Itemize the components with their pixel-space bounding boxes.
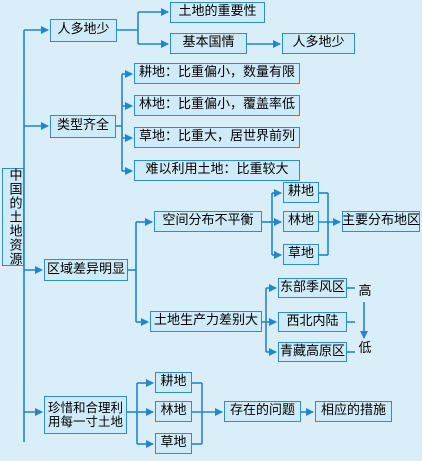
productivity-label: 土地生产力差别大 [153, 313, 258, 329]
cherish-landtype-node: 草地 [155, 433, 192, 454]
policy-node: 基本国情 [170, 33, 247, 54]
cherish-landtype-node: 林地 [155, 401, 192, 422]
root-node: 中国的土地资源 [2, 168, 24, 266]
region-node: 西北内陆 [278, 312, 347, 332]
problems-node: 存在的问题 [224, 401, 301, 422]
types-node: 类型齐全 [50, 115, 116, 138]
type-item-label: 林地：比重偏小，覆盖率低 [138, 97, 295, 113]
type-item-node: 林地：比重偏小，覆盖率低 [134, 95, 300, 116]
distribution-landtype-node: 草地 [283, 244, 319, 265]
distribution-landtype-node: 耕地 [283, 182, 319, 203]
region-node: 东部季风区 [278, 278, 347, 298]
type-item-node: 耕地：比重偏小，数量有限 [134, 63, 300, 84]
landtype-label: 林地 [287, 213, 314, 229]
type-item-label: 难以利用土地：比重较大 [145, 162, 289, 178]
measures-node: 相应的措施 [315, 401, 392, 422]
people-label: 人多地少 [57, 22, 110, 38]
productivity-node: 土地生产力差别大 [150, 311, 262, 332]
regional-node: 区域差异明显 [44, 259, 128, 281]
landtype-label: 耕地 [287, 184, 314, 200]
region-label: 青藏高原区 [279, 343, 345, 359]
distribution-node: 空间分布不平衡 [154, 211, 262, 232]
cherish-label: 珍惜和合理利用每一寸土地 [47, 399, 123, 429]
landtype-label: 草地 [160, 435, 187, 451]
distribution-landtype-node: 林地 [283, 211, 319, 232]
low-label: 低 [358, 340, 372, 356]
types-label: 类型齐全 [56, 118, 109, 134]
cherish-landtype-node: 耕地 [155, 372, 192, 393]
low-label-node: 低 [358, 341, 372, 357]
people-result-node: 人多地少 [282, 33, 355, 54]
root-label: 中国的土地资源 [6, 168, 22, 266]
people-node: 人多地少 [50, 19, 117, 42]
landtype-label: 耕地 [160, 374, 187, 390]
high-label: 高 [358, 283, 372, 299]
type-item-node: 草地：比重大，居世界前列 [134, 127, 300, 148]
measures-label: 相应的措施 [320, 403, 386, 419]
importance-node: 土地的重要性 [170, 2, 265, 23]
type-item-node: 难以利用土地：比重较大 [134, 160, 300, 181]
region-label: 东部季风区 [279, 279, 345, 295]
cherish-node: 珍惜和合理利用每一寸土地 [44, 396, 127, 434]
main-area-label: 主要分布地区 [342, 213, 421, 229]
landtype-label: 草地 [287, 246, 314, 262]
type-item-label: 草地：比重大，居世界前列 [138, 129, 295, 145]
importance-label: 土地的重要性 [178, 4, 257, 20]
landtype-label: 林地 [160, 403, 187, 419]
distribution-label: 空间分布不平衡 [162, 213, 254, 229]
high-label-node: 高 [358, 284, 372, 300]
region-node: 青藏高原区 [278, 342, 347, 362]
type-item-label: 耕地：比重偏小，数量有限 [138, 65, 295, 81]
people-result-label: 人多地少 [292, 35, 345, 51]
regional-label: 区域差异明显 [46, 261, 125, 277]
main-area-node: 主要分布地区 [342, 211, 420, 232]
problems-label: 存在的问题 [229, 403, 295, 419]
region-label: 西北内陆 [286, 313, 339, 329]
policy-label: 基本国情 [182, 35, 235, 51]
